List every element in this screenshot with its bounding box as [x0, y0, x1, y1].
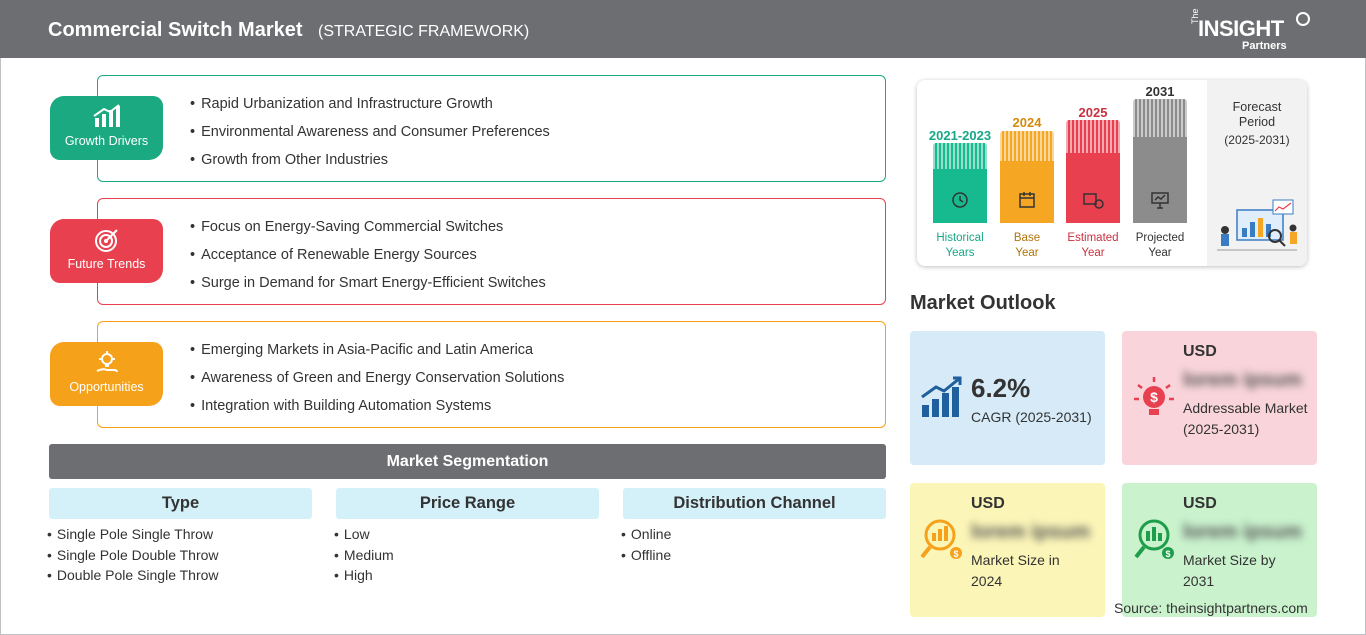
timeline-year-estimated: 2025	[1078, 105, 1108, 120]
timeline-year-base: 2024	[1012, 115, 1042, 130]
market-forecast-icon: $	[1132, 517, 1176, 561]
svg-text:$: $	[953, 549, 958, 559]
opportunities-panel: Emerging Markets in Asia-Pacific and Lat…	[97, 321, 886, 428]
list-item: Surge in Demand for Smart Energy-Efficie…	[190, 273, 546, 301]
market-size-2031-card: $ USD lorem ipsum Market Size by 2031	[1122, 483, 1317, 617]
size-2024-currency: USD	[971, 495, 1005, 512]
timeline-label-projected: Projected Year	[1135, 232, 1185, 259]
analytics-illustration-icon	[1215, 198, 1299, 254]
market-segmentation-header: Market Segmentation	[49, 444, 886, 479]
market-outlook-title: Market Outlook	[910, 292, 1056, 314]
list-item: Acceptance of Renewable Energy Sources	[190, 245, 546, 273]
list-item: Integration with Building Automation Sys…	[190, 396, 564, 424]
list-item: Medium	[334, 545, 394, 566]
growth-drivers-badge: Growth Drivers	[50, 96, 163, 160]
segment-type-list: Single Pole Single Throw Single Pole Dou…	[47, 524, 219, 586]
list-item: Growth from Other Industries	[190, 150, 550, 178]
target-icon	[50, 227, 163, 258]
timeline-bar-projected	[1133, 99, 1187, 223]
future-trends-label: Future Trends	[67, 257, 146, 271]
cagr-card: 6.2% CAGR (2025-2031)	[910, 331, 1105, 465]
segment-price-header: Price Range	[336, 488, 599, 519]
lightbulb-hand-icon	[50, 350, 163, 381]
list-item: Single Pole Single Throw	[47, 524, 219, 545]
market-size-2024-card: $ USD lorem ipsum Market Size in 2024	[910, 483, 1105, 617]
opportunities-list: Emerging Markets in Asia-Pacific and Lat…	[190, 340, 564, 424]
history-icon	[933, 190, 987, 215]
presentation-icon	[1133, 190, 1187, 215]
growth-drivers-label: Growth Drivers	[64, 134, 149, 148]
growth-chart-icon	[50, 104, 163, 133]
segment-type-header: Type	[49, 488, 312, 519]
list-item: Offline	[621, 545, 671, 566]
future-trends-badge: Future Trends	[50, 219, 163, 283]
size-2024-label: Market Size in 2024	[971, 552, 1060, 589]
idea-dollar-icon: $	[1132, 375, 1176, 419]
list-item: Environmental Awareness and Consumer Pre…	[190, 122, 550, 150]
timeline-card: 2021-2023 Historical Years 2024 Base Yea…	[917, 80, 1307, 266]
growth-chart-icon	[920, 375, 964, 419]
page-subtitle: (STRATEGIC FRAMEWORK)	[318, 23, 530, 40]
addressable-market-card: $ USD lorem ipsum Addressable Market (20…	[1122, 331, 1317, 465]
list-item: Single Pole Double Throw	[47, 545, 219, 566]
timeline-label-historical: Historical Years	[936, 232, 984, 259]
cagr-label: CAGR (2025-2031)	[971, 409, 1092, 425]
size-2031-value: lorem ipsum	[1183, 521, 1302, 543]
future-trends-list: Focus on Energy-Saving Commercial Switch…	[190, 217, 546, 301]
timeline-bar-estimated	[1066, 120, 1120, 223]
size-2024-value: lorem ipsum	[971, 521, 1090, 543]
calendar-icon	[1000, 190, 1054, 215]
size-2031-currency: USD	[1183, 495, 1217, 512]
timeline-year-historical: 2021-2023	[928, 128, 992, 143]
market-analysis-icon: $	[920, 517, 964, 561]
svg-text:$: $	[1165, 549, 1170, 559]
insight-partners-logo[interactable]: The INSIGHT Partners	[1190, 8, 1310, 54]
timeline-label-estimated: Estimated Year	[1067, 232, 1119, 259]
estimate-icon	[1066, 190, 1120, 215]
opportunities-badge: Opportunities	[50, 342, 163, 406]
list-item: Rapid Urbanization and Infrastructure Gr…	[190, 94, 550, 122]
forecast-period-range: (2025-2031)	[1224, 133, 1290, 147]
segment-channel-header: Distribution Channel	[623, 488, 886, 519]
timeline-year-projected: 2031	[1145, 84, 1175, 99]
addressable-label: Addressable Market (2025-2031)	[1183, 400, 1308, 437]
opportunities-label: Opportunities	[69, 380, 144, 394]
addressable-currency: USD	[1183, 343, 1217, 360]
forecast-period-box: Forecast Period (2025-2031)	[1207, 80, 1307, 266]
logo-ring-icon	[1296, 12, 1310, 26]
size-2031-label: Market Size by 2031	[1183, 552, 1276, 589]
growth-drivers-panel: Rapid Urbanization and Infrastructure Gr…	[97, 75, 886, 182]
svg-text:$: $	[1150, 389, 1158, 405]
segment-channel-list: Online Offline	[621, 524, 671, 565]
logo-insight: INSIGHT	[1198, 16, 1284, 41]
addressable-value: lorem ipsum	[1183, 369, 1302, 391]
page-title: Commercial Switch Market	[48, 19, 303, 41]
list-item: Low	[334, 524, 394, 545]
header-bar: Commercial Switch Market (STRATEGIC FRAM…	[0, 0, 1366, 58]
logo-partners: Partners	[1242, 40, 1287, 52]
list-item: Focus on Energy-Saving Commercial Switch…	[190, 217, 546, 245]
list-item: Online	[621, 524, 671, 545]
list-item: High	[334, 565, 394, 586]
list-item: Emerging Markets in Asia-Pacific and Lat…	[190, 340, 564, 368]
timeline-label-base: Base Year	[1013, 232, 1041, 259]
future-trends-panel: Focus on Energy-Saving Commercial Switch…	[97, 198, 886, 305]
timeline-bar-historical	[933, 143, 987, 223]
forecast-period-label: Forecast Period	[1232, 100, 1282, 129]
list-item: Double Pole Single Throw	[47, 565, 219, 586]
segment-price-list: Low Medium High	[334, 524, 394, 586]
list-item: Awareness of Green and Energy Conservati…	[190, 368, 564, 396]
growth-drivers-list: Rapid Urbanization and Infrastructure Gr…	[190, 94, 550, 178]
timeline-bar-base	[1000, 131, 1054, 223]
source-credit: Source: theinsightpartners.com	[1114, 600, 1308, 616]
cagr-value: 6.2%	[971, 373, 1031, 403]
